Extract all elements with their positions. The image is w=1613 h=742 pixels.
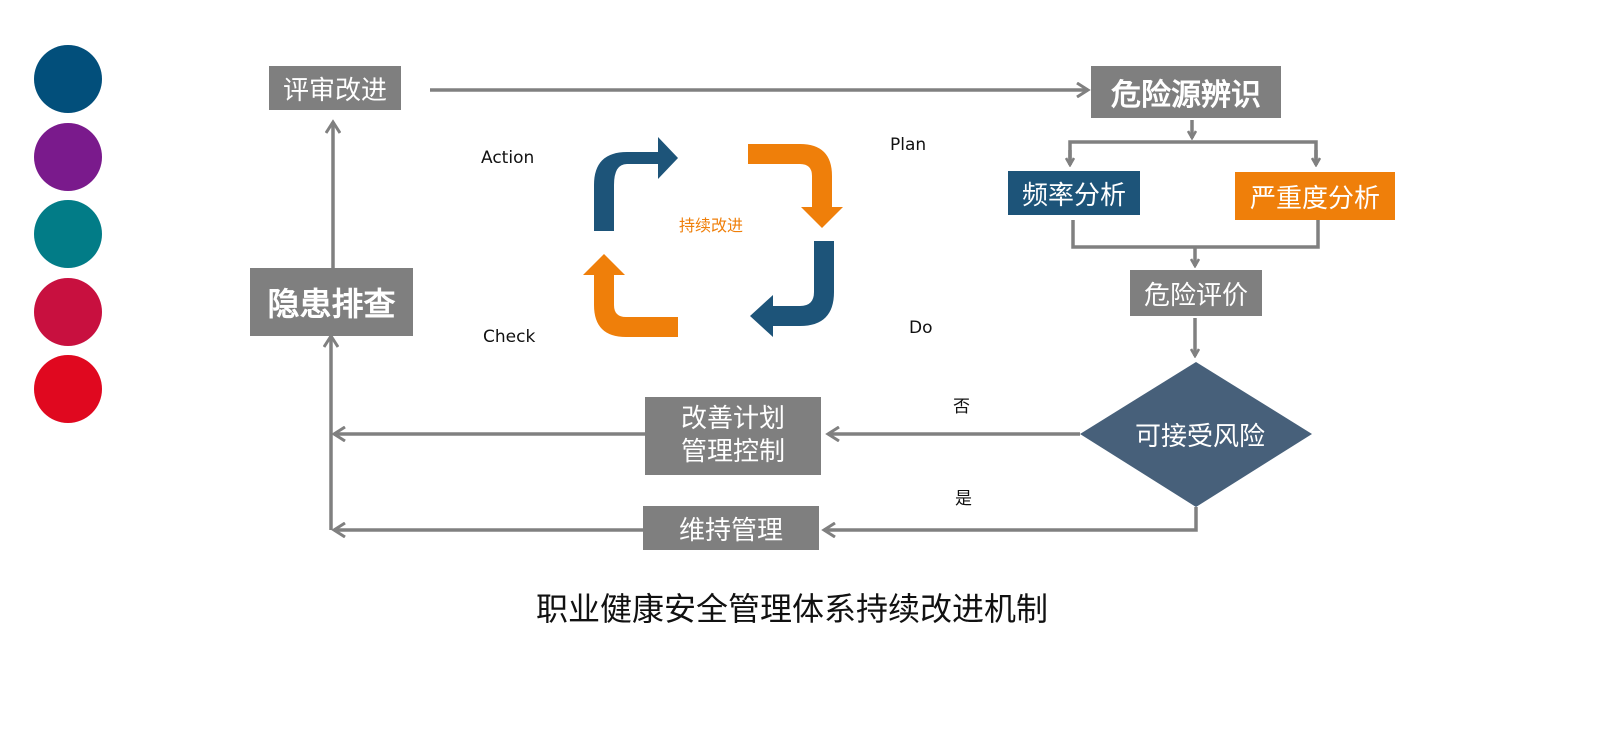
frequency-analysis-box: 频率分析 — [1008, 171, 1140, 215]
severity-analysis-box: 严重度分析 — [1235, 172, 1395, 220]
improvement-plan-box: 改善计划 管理控制 — [645, 397, 821, 475]
dot-3 — [34, 200, 102, 268]
cycle-action-label: Action — [481, 148, 535, 168]
improvement-plan-line2: 管理控制 — [680, 437, 785, 467]
dot-2 — [34, 123, 102, 191]
dot-4 — [34, 278, 102, 346]
maintain-management-box: 维持管理 — [643, 506, 819, 550]
hidden-danger-check-box: 隐患排查 — [250, 268, 413, 336]
cycle-arrow-action — [594, 137, 678, 231]
cycle-arrow-do — [750, 241, 834, 337]
risk-evaluation-box: 危险评价 — [1130, 270, 1262, 316]
cycle-arrow-check — [583, 254, 678, 337]
hazard-identification-box: 危险源辨识 — [1091, 66, 1281, 118]
cycle-check-label: Check — [483, 327, 536, 347]
dot-5 — [34, 355, 102, 423]
dot-1 — [34, 45, 102, 113]
improvement-plan-line1: 改善计划 — [680, 404, 785, 434]
decision-yes-label: 是 — [955, 489, 972, 509]
diagram-caption: 职业健康安全管理体系持续改进机制 — [536, 590, 1049, 628]
cycle-center-label: 持续改进 — [679, 216, 744, 235]
acceptable-risk-label: 可接受风险 — [1135, 422, 1266, 452]
decision-diamond — [1080, 362, 1312, 507]
decision-no-label: 否 — [953, 397, 970, 417]
review-improve-box: 评审改进 — [269, 66, 401, 110]
cycle-plan-label: Plan — [890, 135, 927, 155]
pdca-cycle-arrows — [583, 137, 843, 337]
cycle-do-label: Do — [909, 318, 933, 338]
cycle-arrow-plan — [748, 144, 843, 228]
